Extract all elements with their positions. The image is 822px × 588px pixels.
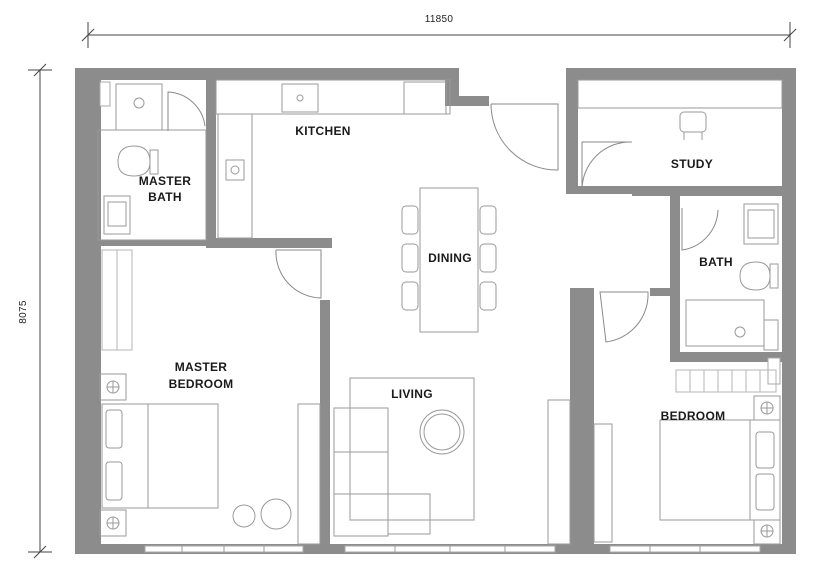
master-bedroom-label-line1: MASTER bbox=[175, 360, 227, 374]
sink-icon bbox=[103, 195, 131, 235]
master-bedroom-furniture bbox=[99, 249, 321, 545]
dining-label: DINING bbox=[428, 251, 472, 265]
study-furniture bbox=[577, 79, 783, 140]
height-dimension-label: 8075 bbox=[18, 300, 29, 324]
living-label: LIVING bbox=[391, 387, 433, 401]
shower-drain-icon bbox=[734, 326, 746, 338]
nightstand bbox=[753, 519, 781, 545]
bedroom-label: BEDROOM bbox=[661, 409, 726, 423]
master-bath-fixtures bbox=[97, 83, 207, 241]
height-dimension: 8075 bbox=[18, 63, 52, 559]
walls bbox=[75, 68, 796, 554]
wardrobe bbox=[675, 369, 777, 393]
toilet-icon bbox=[739, 261, 771, 291]
pillow bbox=[105, 409, 123, 449]
dining-table bbox=[419, 187, 479, 333]
chair-icon bbox=[679, 111, 707, 133]
pillow bbox=[105, 461, 123, 501]
tv-console bbox=[547, 399, 571, 545]
width-dimension: 11850 bbox=[81, 14, 797, 48]
bed bbox=[101, 403, 219, 509]
nightstand bbox=[99, 509, 127, 537]
doors bbox=[167, 91, 719, 343]
fridge-icon bbox=[403, 81, 447, 115]
pillow bbox=[755, 431, 775, 469]
shower-drain-icon bbox=[133, 97, 145, 109]
pillow bbox=[755, 473, 775, 511]
master-bedroom-label-line2: BEDROOM bbox=[169, 377, 234, 391]
armchair bbox=[260, 498, 292, 530]
sink-icon bbox=[743, 203, 779, 245]
width-dimension-label: 11850 bbox=[425, 14, 454, 25]
living-furniture bbox=[333, 377, 571, 545]
stove-icon bbox=[225, 159, 245, 181]
tv-console bbox=[593, 423, 613, 543]
tv-console bbox=[297, 403, 321, 545]
study-desk bbox=[577, 79, 783, 109]
toilet-icon bbox=[117, 145, 151, 177]
master-bath-label-line1: MASTER bbox=[139, 174, 191, 188]
bed bbox=[659, 419, 781, 521]
bedroom-furniture bbox=[593, 369, 781, 545]
study-label: STUDY bbox=[671, 157, 713, 171]
sink-icon bbox=[281, 83, 319, 113]
coffee-table bbox=[419, 409, 465, 455]
bath-label: BATH bbox=[699, 255, 733, 269]
dining-furniture bbox=[401, 187, 497, 333]
sofa bbox=[333, 407, 389, 537]
kitchen-label: KITCHEN bbox=[295, 124, 350, 138]
nightstand bbox=[99, 373, 127, 401]
kitchen-fixtures bbox=[215, 79, 451, 239]
room-labels: KITCHEN MASTER BATH STUDY DINING BATH MA… bbox=[139, 124, 733, 423]
bath-fixtures bbox=[685, 203, 779, 351]
windows bbox=[99, 81, 781, 553]
nightstand bbox=[753, 395, 781, 421]
master-bath-label-line2: BATH bbox=[148, 190, 182, 204]
rug bbox=[349, 377, 475, 521]
